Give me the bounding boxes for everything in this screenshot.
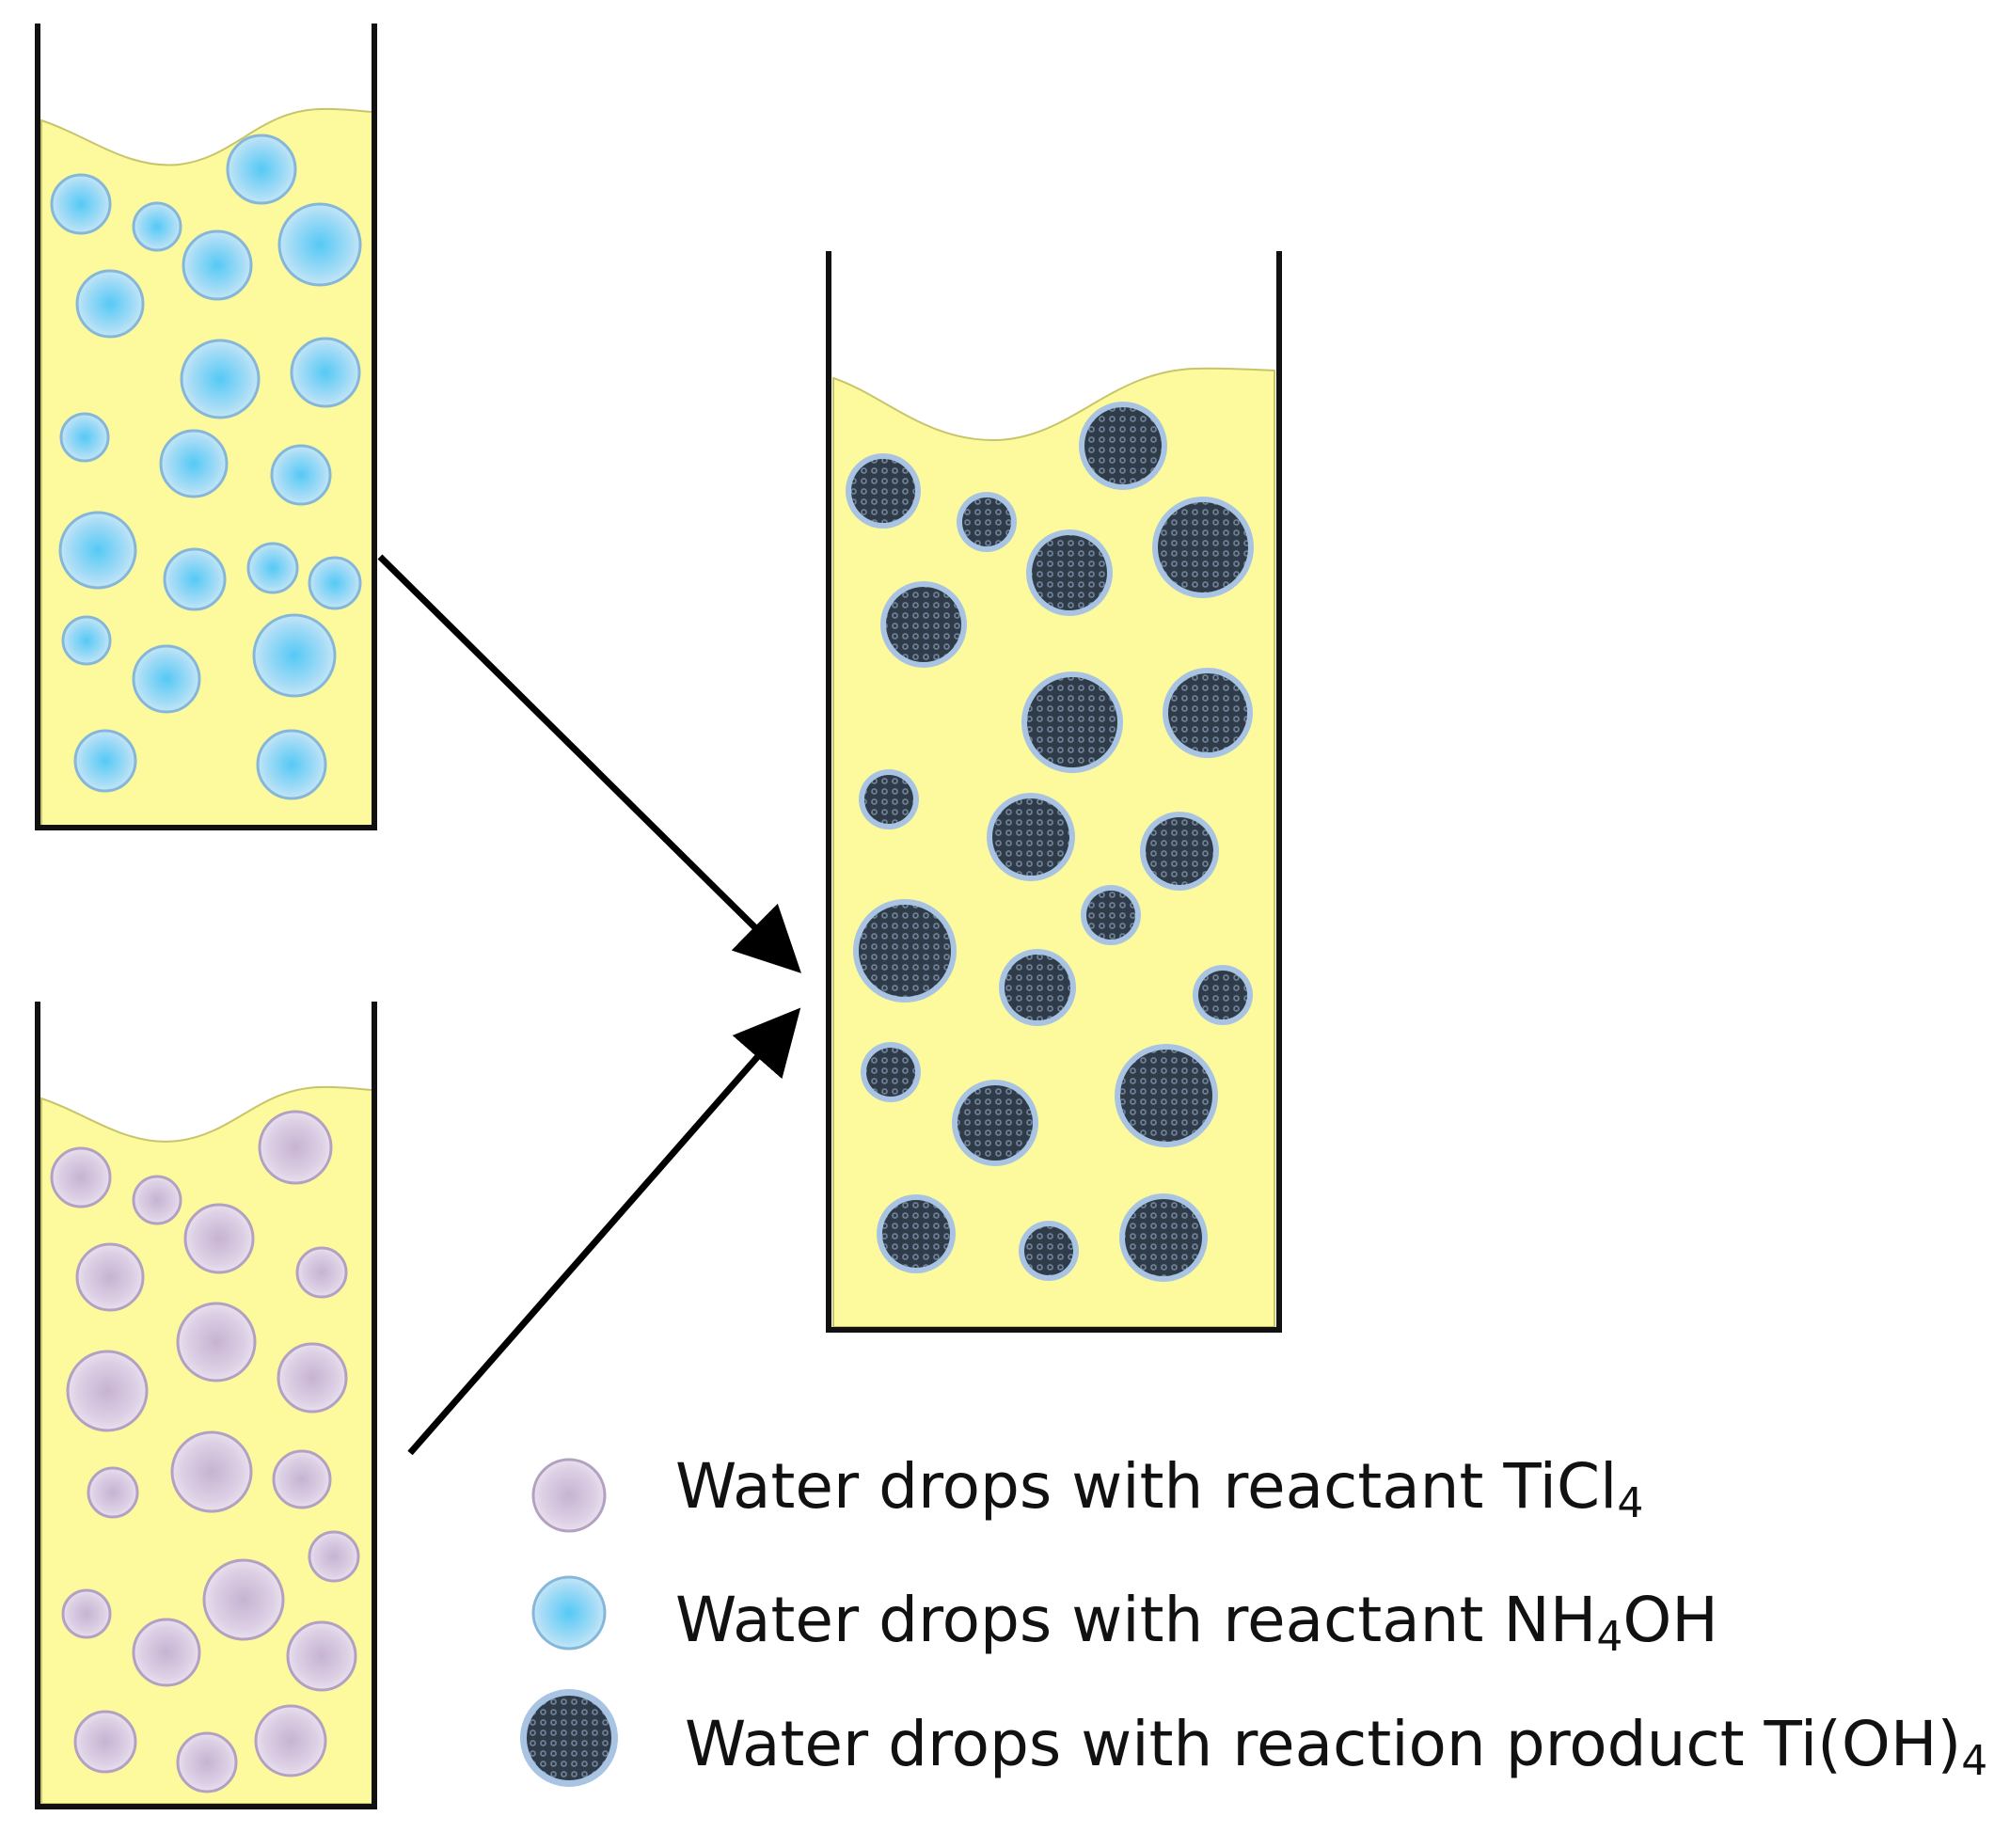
water-drop: [132, 1618, 201, 1687]
product-drop: [1193, 965, 1253, 1025]
water-drop: [183, 1203, 255, 1274]
product-drop: [880, 581, 967, 668]
water-drops-nh4oh: [50, 134, 362, 800]
product-drop: [846, 453, 921, 529]
product-drop: [1081, 885, 1141, 945]
product-drop: [861, 1042, 921, 1102]
water-drops-product: [846, 402, 1254, 1282]
water-drop: [176, 1731, 238, 1793]
legend-label-nh4oh: Water drops with reactant NH4OH: [675, 1584, 1718, 1661]
product-drop: [1019, 1221, 1079, 1281]
water-drop: [256, 729, 327, 800]
product-drop: [1079, 402, 1167, 490]
beaker-wall: [35, 24, 377, 830]
water-drops-ticl4: [50, 1110, 360, 1793]
beaker-ticl4: [35, 1002, 377, 1809]
water-drop: [246, 542, 299, 594]
water-drop: [308, 556, 362, 610]
water-drop: [254, 1704, 327, 1777]
water-drop: [132, 1175, 182, 1225]
water-drop: [75, 269, 145, 339]
water-drop: [132, 644, 201, 714]
water-drop: [286, 1620, 357, 1692]
purple-drop-icon: [531, 1458, 607, 1533]
water-drop: [50, 1146, 112, 1208]
water-drop: [61, 615, 112, 666]
product-drop: [1152, 497, 1254, 598]
water-drop: [59, 412, 110, 463]
water-drop: [182, 229, 253, 301]
product-drop: [877, 1194, 956, 1273]
product-drop: [859, 769, 919, 829]
water-drop: [202, 1558, 285, 1641]
water-drop: [87, 1466, 139, 1519]
water-drop: [159, 429, 229, 498]
product-drop: [1119, 1193, 1208, 1282]
water-drop: [270, 444, 332, 506]
product-drop: [1026, 529, 1113, 616]
water-drop: [75, 1242, 145, 1312]
water-drop: [295, 1246, 348, 1299]
water-drop: [252, 613, 337, 698]
product-drop: [1163, 668, 1253, 758]
beaker-product: [826, 251, 1282, 1333]
water-drop: [226, 134, 297, 205]
blue-drop-icon: [531, 1575, 607, 1651]
product-drop: [987, 793, 1075, 881]
arrow-from-nh4oh: [377, 554, 801, 973]
product-drop-icon: [520, 1689, 618, 1787]
water-drop: [290, 337, 361, 408]
product-drop: [957, 492, 1017, 552]
beaker-wall: [35, 1002, 377, 1809]
water-drop: [180, 339, 261, 419]
product-drop: [952, 1080, 1038, 1166]
water-drop: [308, 1530, 360, 1583]
water-drop: [73, 729, 137, 793]
product-drop: [853, 899, 957, 1003]
water-drop: [132, 201, 182, 252]
water-drop: [277, 1342, 348, 1414]
water-drop: [58, 511, 137, 590]
water-drop: [258, 1110, 333, 1185]
product-drop: [1140, 812, 1219, 891]
arrow-from-ticl4: [407, 1007, 801, 1456]
legend-label-ticl4: Water drops with reactant TiCl4: [675, 1450, 1644, 1527]
water-drop: [66, 1350, 149, 1432]
water-drop: [272, 1449, 332, 1509]
legend-label-product: Water drops with reaction product Ti(OH)…: [685, 1708, 1988, 1785]
beaker-nh4oh: [35, 24, 377, 830]
water-drop: [170, 1430, 253, 1513]
beaker-wall: [826, 251, 1282, 1333]
product-drop: [1115, 1044, 1218, 1147]
water-drop: [176, 1302, 257, 1382]
water-drop: [50, 173, 112, 235]
water-drop: [73, 1710, 137, 1774]
water-drop: [61, 1588, 112, 1639]
product-drop: [999, 949, 1076, 1026]
water-drop: [163, 547, 227, 611]
product-drop: [1021, 671, 1123, 773]
water-drop: [277, 202, 362, 287]
